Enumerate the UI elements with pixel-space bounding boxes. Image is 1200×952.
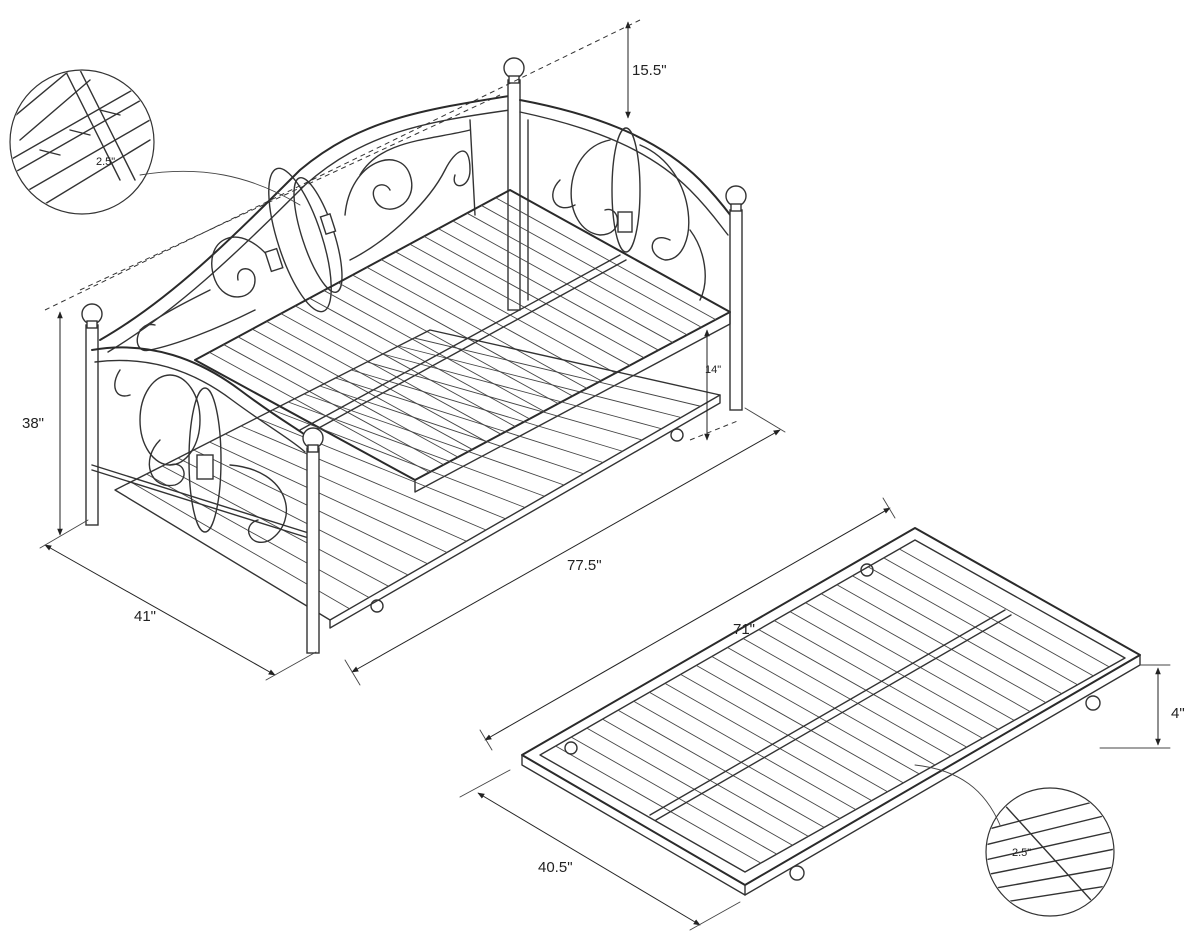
trundle-under-slat bbox=[209, 441, 448, 553]
overall-length-label: 77.5" bbox=[567, 557, 602, 574]
platform-slat bbox=[366, 266, 588, 389]
trundle-slat bbox=[789, 611, 999, 730]
trundle-under-slat bbox=[161, 465, 389, 587]
trundle-under-slat bbox=[382, 353, 662, 430]
trundle-slat bbox=[836, 584, 1047, 704]
trundle-slat bbox=[617, 709, 825, 828]
trundle-slat bbox=[664, 682, 873, 802]
platform-slat bbox=[452, 220, 674, 343]
trundle-slat bbox=[898, 548, 1110, 668]
trundle-under-slat bbox=[398, 345, 682, 418]
platform-slat bbox=[466, 212, 688, 336]
back-headboard bbox=[99, 94, 516, 353]
trundle-width-label: 40.5" bbox=[538, 859, 573, 876]
headboard-scrollwork bbox=[136, 129, 471, 351]
foot-end-arm bbox=[519, 99, 739, 301]
trundle-slat bbox=[695, 664, 904, 784]
platform-slat bbox=[352, 274, 573, 397]
platform-slats bbox=[208, 197, 717, 473]
front-right-post bbox=[725, 185, 747, 411]
trundle-under-slats bbox=[130, 337, 701, 610]
trundle-slat bbox=[867, 566, 1078, 686]
back-right-post bbox=[503, 57, 525, 311]
trundle-under-slat bbox=[413, 337, 701, 407]
dimension-labels: 15.5" 38" 14" 41" 77.5" 71" 40.5" 4" bbox=[22, 62, 1185, 876]
trundle-under-slat bbox=[366, 361, 643, 441]
trundle-slat bbox=[586, 727, 793, 846]
slat-spacing-detail-top: 2.5" bbox=[9, 69, 301, 215]
trundle-slat bbox=[602, 718, 809, 837]
platform-slat bbox=[409, 243, 631, 366]
platform-slat bbox=[294, 305, 516, 427]
platform-slat bbox=[309, 297, 530, 420]
daybed-illustration bbox=[81, 57, 747, 654]
platform-slat bbox=[251, 328, 473, 450]
finial-height-label: 15.5" bbox=[632, 62, 667, 79]
mattress-platform bbox=[194, 189, 731, 493]
front-left-post bbox=[302, 427, 324, 654]
trundle-slat bbox=[742, 638, 952, 757]
trundle-slat bbox=[648, 691, 857, 811]
trundle-under-slat bbox=[146, 473, 370, 598]
trundle-under-slat bbox=[224, 433, 467, 542]
trundle-under-slat bbox=[303, 393, 565, 486]
platform-slat bbox=[480, 205, 702, 328]
detail-top-label: 2.5" bbox=[96, 156, 115, 168]
trundle-length-label: 71" bbox=[733, 621, 755, 638]
trundle-slat bbox=[883, 557, 1094, 677]
trundle-slat bbox=[758, 629, 968, 748]
platform-slat bbox=[423, 235, 645, 359]
platform-slat bbox=[495, 197, 717, 321]
trundle-slat bbox=[570, 736, 778, 855]
trundle-slat bbox=[773, 620, 983, 739]
head-end-arm bbox=[91, 346, 316, 543]
slat-spacing-detail-bottom: 2.5" bbox=[914, 764, 1115, 917]
trundle-slat bbox=[633, 700, 841, 819]
platform-slat bbox=[266, 320, 488, 443]
trundle-height-label: 4" bbox=[1171, 705, 1185, 722]
trundle-slat bbox=[711, 656, 920, 775]
trundle-slat bbox=[680, 673, 888, 793]
frame-height-label: 14" bbox=[705, 364, 721, 376]
platform-slat bbox=[337, 282, 559, 405]
platform-slat bbox=[280, 313, 502, 435]
overall-height-label: 38" bbox=[22, 415, 44, 432]
trundle-slat bbox=[805, 602, 1015, 721]
overall-width-label: 41" bbox=[134, 608, 156, 625]
back-left-post bbox=[81, 303, 103, 526]
platform-slat bbox=[395, 251, 616, 374]
dimension-lines bbox=[39, 19, 1171, 931]
platform-slat bbox=[437, 228, 659, 351]
trundle-slat bbox=[820, 593, 1031, 712]
platform-slat bbox=[323, 290, 545, 412]
trundle-slat bbox=[727, 647, 936, 766]
detail-bottom-label: 2.5" bbox=[1012, 847, 1031, 859]
trundle-slat bbox=[555, 745, 762, 864]
